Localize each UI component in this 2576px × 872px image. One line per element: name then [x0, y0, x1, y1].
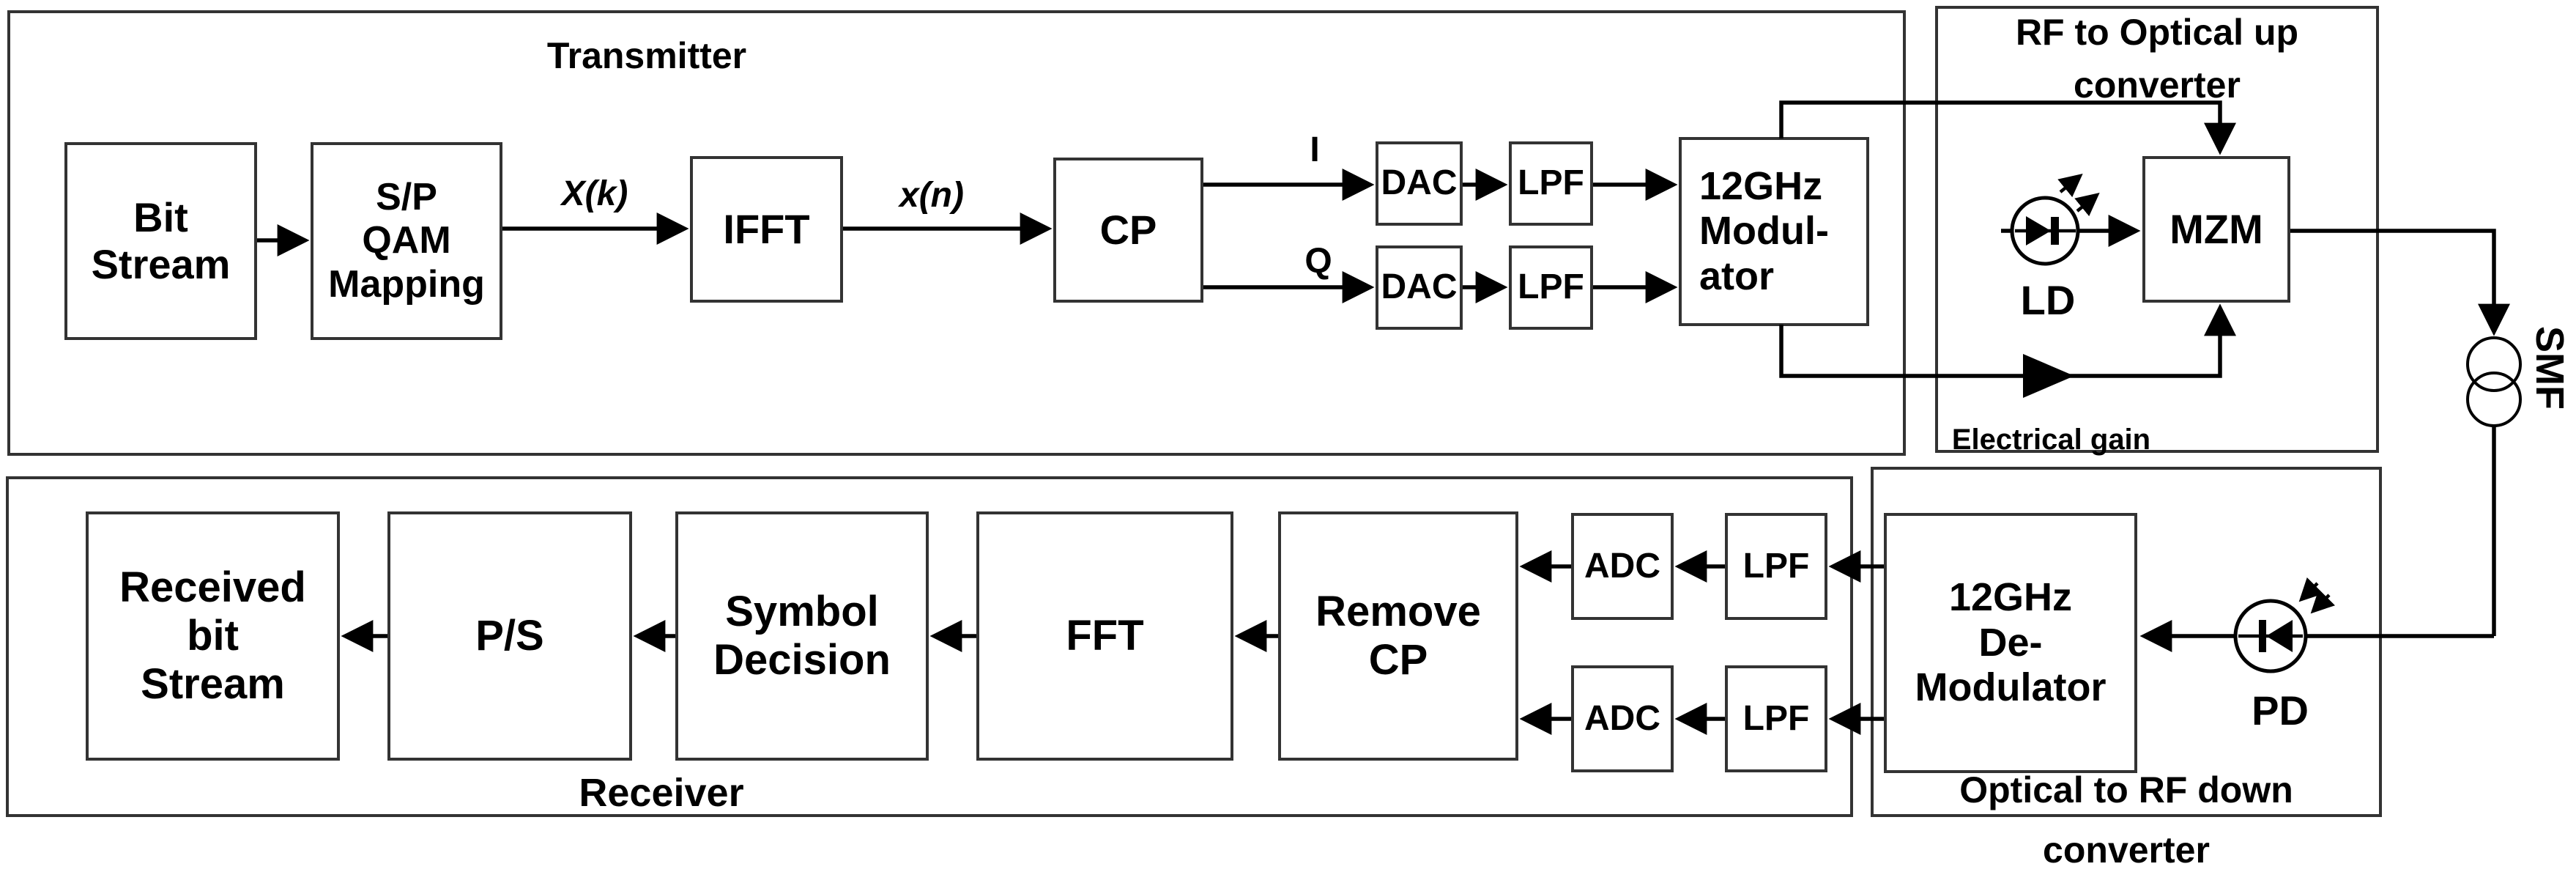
block-fft: FFT: [976, 511, 1233, 761]
block-symbol-decision: Symbol Decision: [675, 511, 929, 761]
block-bit-stream: Bit Stream: [64, 142, 257, 340]
signal-label-i: I: [1310, 130, 1320, 169]
block-sp-qam-mapping: S/P QAM Mapping: [311, 142, 502, 340]
photodiode-label: PD: [2252, 687, 2309, 734]
block-ps: P/S: [387, 511, 632, 761]
block-mzm: MZM: [2142, 156, 2290, 303]
block-dac-q: DAC: [1376, 245, 1463, 330]
electrical-gain-label: Electrical gain: [1951, 424, 2151, 456]
block-lpf-i: LPF: [1509, 141, 1593, 226]
signal-label-xn: x(n): [899, 176, 964, 215]
transmitter-label: Transmitter: [546, 35, 747, 76]
laser-diode-label: LD: [2020, 277, 2076, 323]
optical-to-rf-down-converter-container: [1871, 467, 2382, 817]
fiber-coil-icon: [2466, 336, 2522, 427]
transmitter-container: [7, 10, 1906, 456]
signal-label-xk: X(k): [561, 174, 628, 213]
block-remove-cp: Remove CP: [1278, 511, 1518, 761]
block-received-bit-stream: Received bit Stream: [86, 511, 340, 761]
block-lpf-rx-upper: LPF: [1725, 513, 1827, 620]
block-adc-lower: ADC: [1571, 665, 1674, 772]
receiver-container: [6, 476, 1853, 817]
block-lpf-q: LPF: [1509, 245, 1593, 330]
block-adc-upper: ADC: [1571, 513, 1674, 620]
receiver-label: Receiver: [579, 771, 744, 815]
block-12ghz-modulator: 12GHz Modul- ator: [1679, 137, 1869, 326]
rf-up-converter-label-line1: RF to Optical up: [2015, 12, 2299, 53]
block-dac-i: DAC: [1376, 141, 1463, 226]
block-lpf-rx-lower: LPF: [1725, 665, 1827, 772]
rf-down-converter-label-line1: Optical to RF down: [1959, 769, 2293, 810]
signal-label-q: Q: [1304, 242, 1332, 281]
block-cp: CP: [1053, 158, 1203, 303]
smf-label: SMF: [2528, 326, 2572, 410]
block-ifft: IFFT: [690, 156, 843, 303]
block-12ghz-demodulator: 12GHz De- Modulator: [1884, 513, 2137, 773]
rf-down-converter-label-line2: converter: [2043, 829, 2210, 871]
rf-up-converter-label-line2: converter: [2074, 64, 2241, 106]
